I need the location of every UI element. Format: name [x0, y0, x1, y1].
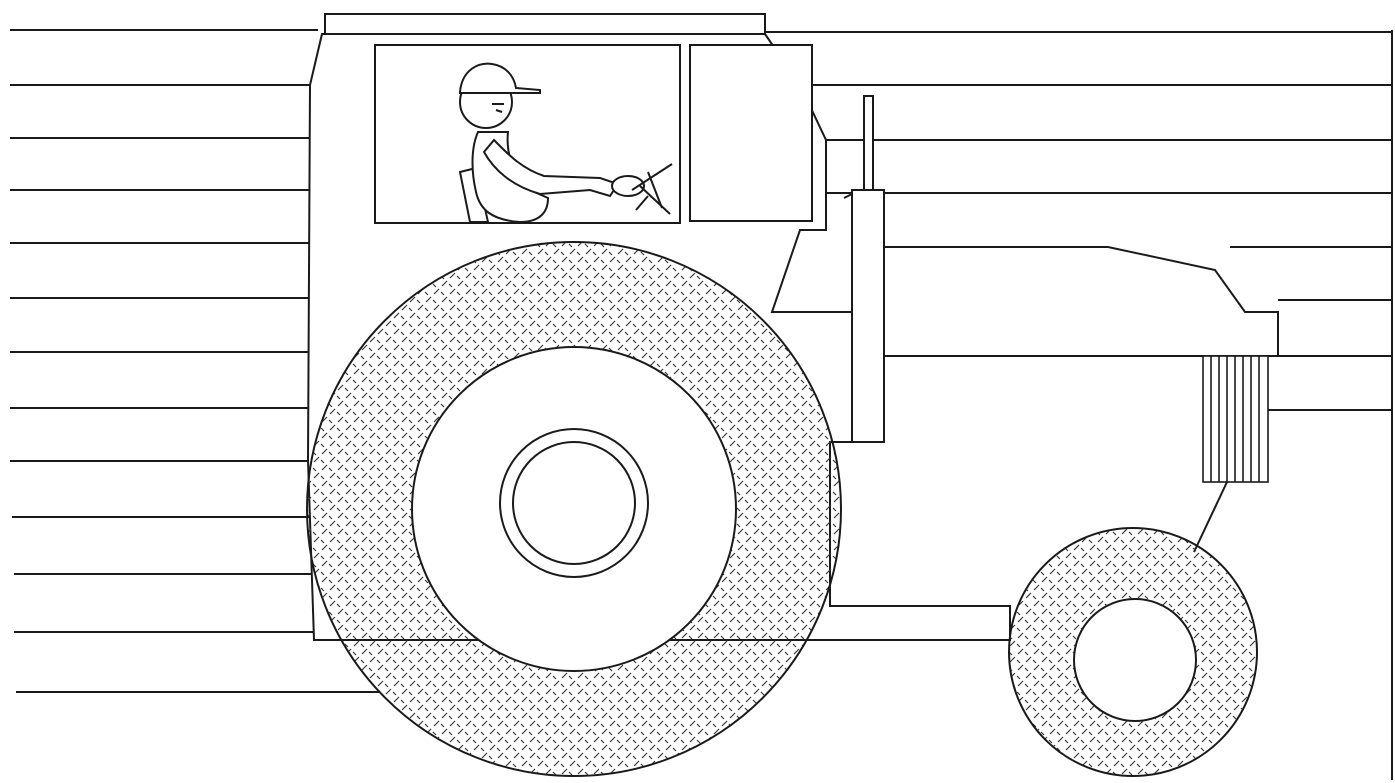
cab-windows — [374, 44, 813, 224]
helmet-icon — [459, 62, 541, 94]
driver-arm — [482, 138, 620, 198]
background-stripes — [10, 29, 1393, 780]
front-rim — [1073, 598, 1197, 722]
front-wheel — [1008, 527, 1258, 777]
steering-wheel — [611, 163, 673, 215]
rear-wheel — [306, 241, 842, 777]
hood — [883, 246, 1279, 357]
rear-hub-inner — [512, 441, 636, 565]
cab-roof — [324, 13, 766, 35]
front-window — [689, 44, 813, 222]
front-grille — [1193, 355, 1269, 553]
seat — [458, 166, 490, 223]
driver — [458, 62, 620, 224]
exhaust-stack — [843, 95, 885, 443]
